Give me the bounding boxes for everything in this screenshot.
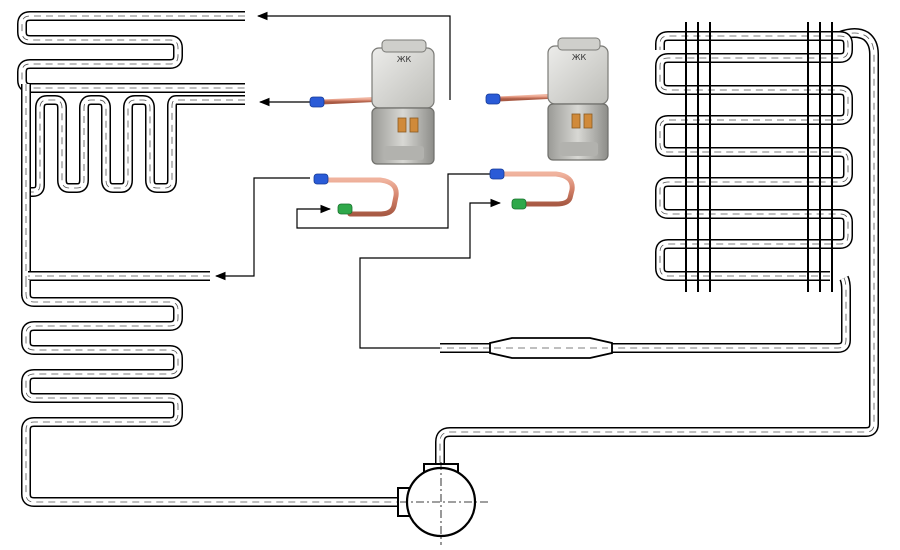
upper-shelf-coil	[22, 16, 245, 88]
valve-left-logo: ЖК	[397, 55, 412, 64]
valve-left-side-fitting	[313, 173, 329, 185]
valve-left-outlet-fitting	[309, 96, 325, 108]
flow-arrow-right-valve-feed	[330, 173, 490, 229]
condenser-wire-grid	[685, 22, 833, 292]
solenoid-valve-right: ЖК	[485, 37, 609, 210]
valve-left-terminal-b	[409, 117, 419, 133]
valve-right-logo: ЖК	[572, 53, 587, 62]
flow-arrow-left-valve-in	[296, 204, 332, 229]
valve-right-side-fitting	[489, 168, 505, 180]
filter-drier	[440, 278, 846, 359]
flow-arrow-top	[256, 11, 451, 100]
freezer-serpentine-coil	[26, 100, 245, 192]
lower-evaporator-coil	[26, 280, 400, 502]
solenoid-valve-left: ЖК	[309, 39, 435, 217]
valve-left-side-pipe	[323, 177, 399, 217]
flow-arrow-return	[214, 177, 310, 281]
flow-arrows	[214, 11, 502, 349]
valve-right-terminal-b	[583, 113, 593, 129]
flow-arrow-filter-to-right-valve	[359, 198, 502, 349]
compressor	[397, 462, 490, 545]
valve-right-inlet-fitting	[511, 198, 527, 210]
valve-left-inlet-fitting	[337, 203, 353, 215]
valve-right-outlet-fitting	[485, 93, 501, 105]
valve-right-side-pipe	[499, 171, 575, 207]
valve-left-terminal-a	[397, 117, 407, 133]
valve-right-terminal-a	[571, 113, 581, 129]
